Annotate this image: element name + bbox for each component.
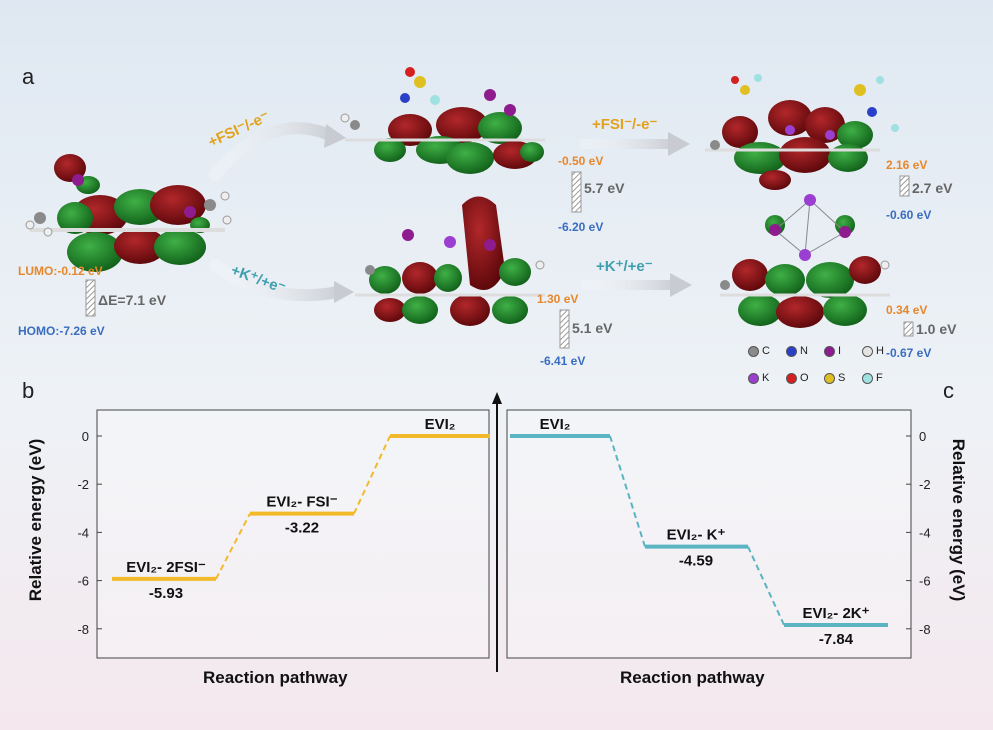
- x-axis-label-c: Reaction pathway: [620, 668, 765, 687]
- panel-label-c: c: [943, 378, 954, 403]
- legend-swatch-icon: [748, 345, 759, 357]
- level-name: EVI₂- K⁺: [667, 527, 726, 544]
- k2-gap: 1.0 eV: [916, 321, 957, 337]
- legend-label: O: [800, 372, 809, 384]
- legend-label: H: [876, 345, 884, 357]
- legend-label: C: [762, 345, 770, 357]
- x-axis-label-b: Reaction pathway: [203, 668, 348, 687]
- molecule-evi2-fsi: [340, 67, 545, 174]
- fsi2-lumo: 2.16 eV: [886, 158, 928, 172]
- y-tick-label: -6: [919, 574, 931, 589]
- legend-item-f: F: [862, 372, 883, 384]
- level-name: EVI₂- 2K⁺: [802, 605, 869, 622]
- transition-connector: [747, 546, 785, 626]
- chart-panel-b: 0 -2 -4 -6 -8 EVI₂- 2FSI⁻ -5.93 EVI₂- FSI⁻ -3.22…: [77, 416, 490, 637]
- legend-swatch-icon: [862, 372, 873, 384]
- legend-item-h: H: [862, 345, 884, 357]
- legend-swatch-icon: [748, 372, 759, 384]
- fsi1-homo: -6.20 eV: [558, 220, 604, 234]
- k2-homo: -0.67 eV: [886, 346, 932, 360]
- level-name: EVI₂- 2FSI⁻: [126, 559, 206, 576]
- level-value: -7.84: [819, 631, 854, 648]
- k2-lumo: 0.34 eV: [886, 303, 928, 317]
- y-tick-label: -2: [919, 477, 931, 492]
- level-value: -4.59: [679, 553, 713, 570]
- legend-swatch-icon: [862, 345, 873, 357]
- level-value: -3.22: [285, 520, 319, 537]
- legend-label: S: [838, 372, 846, 384]
- k1-lumo: 1.30 eV: [537, 292, 579, 306]
- legend-swatch-icon: [786, 345, 797, 357]
- evi2-gap: ΔE=7.1 eV: [98, 292, 167, 308]
- transition-connector: [353, 435, 391, 515]
- molecule-evi2-2fsi: [705, 74, 899, 190]
- legend-item-c: C: [748, 345, 770, 357]
- panel-label-a: a: [22, 64, 35, 89]
- legend-swatch-icon: [824, 345, 835, 357]
- arrow-label-k-2: +K⁺/+e⁻: [596, 258, 653, 275]
- molecule-evi2-k: [355, 196, 545, 326]
- y-tick-label: -6: [77, 574, 89, 589]
- legend-item-o: O: [786, 372, 809, 384]
- y-tick-label: -8: [77, 622, 89, 637]
- y-tick-label: -4: [919, 525, 931, 540]
- y-tick-label: -4: [77, 525, 89, 540]
- legend-swatch-icon: [824, 372, 835, 384]
- fsi2-homo: -0.60 eV: [886, 208, 932, 222]
- level-name: EVI₂- FSI⁻: [266, 494, 337, 511]
- level-name: EVI₂: [425, 416, 456, 433]
- fsi1-lumo: -0.50 eV: [558, 154, 604, 168]
- level-name: EVI₂: [540, 416, 571, 433]
- legend-item-n: N: [786, 345, 808, 357]
- k1-homo: -6.41 eV: [540, 354, 586, 368]
- y-tick-label: 0: [82, 429, 89, 444]
- evi2-homo: HOMO:-7.26 eV: [18, 324, 105, 338]
- legend-swatch-icon: [786, 372, 797, 384]
- legend-label: F: [876, 372, 883, 384]
- fsi2-gap: 2.7 eV: [912, 180, 953, 196]
- legend-item-k: K: [748, 372, 769, 384]
- evi2-lumo: LUMO:-0.12 eV: [18, 264, 103, 278]
- legend-label: I: [838, 345, 842, 357]
- molecule-evi2: [25, 154, 232, 272]
- legend-item-s: S: [824, 372, 845, 384]
- arrow-label-fsi-2: +FSI⁻/-e⁻: [592, 116, 658, 133]
- fsi1-gap: 5.7 eV: [584, 180, 625, 196]
- arrowhead-icon: [492, 392, 502, 404]
- transition-connector: [215, 513, 251, 580]
- k1-gap: 5.1 eV: [572, 320, 613, 336]
- molecule-evi2-2k: [720, 194, 890, 328]
- y-axis-label-b: Relative energy (eV): [26, 438, 45, 602]
- y-axis-label-c: Relative energy (eV): [949, 438, 968, 602]
- legend-label: K: [762, 372, 770, 384]
- y-tick-label: 0: [919, 429, 926, 444]
- panel-label-b: b: [22, 378, 35, 403]
- legend-item-i: I: [824, 345, 841, 357]
- legend-label: N: [800, 345, 808, 357]
- level-value: -5.93: [149, 585, 183, 602]
- y-tick-label: -2: [77, 477, 89, 492]
- y-tick-label: -8: [919, 622, 931, 637]
